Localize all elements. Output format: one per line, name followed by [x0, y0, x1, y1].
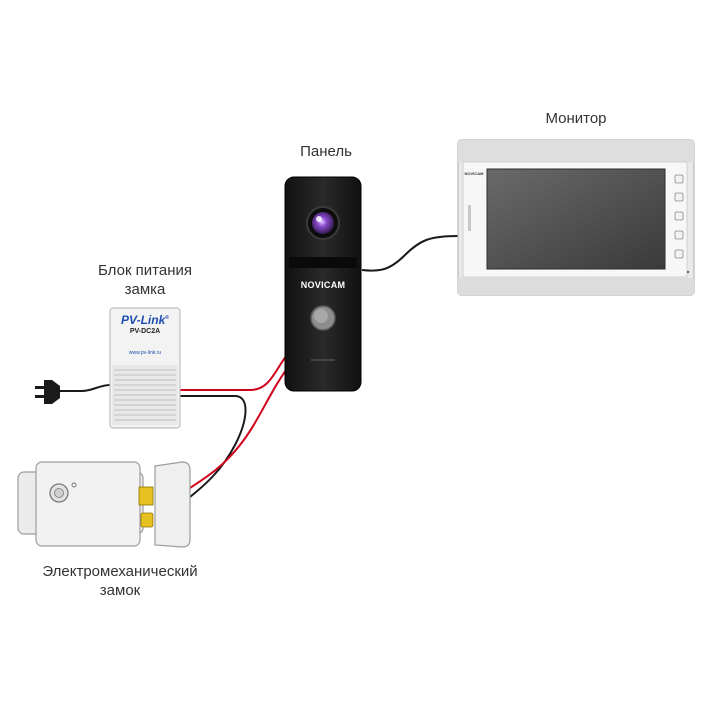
psu-label-line1: Блок питания [98, 262, 192, 279]
psu-url-text: www.pv-link.ru [128, 350, 162, 356]
monitor-screen [486, 168, 666, 270]
speaker-grille [311, 359, 335, 361]
monitor-brand-text: NOVICAM [464, 171, 484, 176]
panel-lock-red-wire [189, 361, 293, 489]
mains-cable [58, 384, 111, 392]
monitor-panel-cable [361, 235, 459, 272]
wires [58, 235, 459, 498]
psu-vent-lines [114, 369, 176, 421]
panel-brand-text: NOVICAM [300, 280, 346, 290]
psu-brand-name: PV-Link [121, 313, 166, 327]
monitor-buttons [674, 174, 684, 259]
monitor [457, 139, 695, 296]
monitor-label: Монитор [545, 110, 607, 127]
power-plug-icon [35, 380, 60, 404]
psu-model-text: PV-DC2A [129, 328, 161, 335]
panel-label: Панель [300, 143, 352, 160]
psu-lock-black-wire [178, 395, 247, 498]
electromechanical-lock [17, 461, 191, 548]
lock-label: Электромеханический замок [0, 562, 240, 600]
lock-label-line2: замок [99, 582, 141, 599]
power-supply [109, 307, 181, 429]
door-panel [284, 176, 362, 392]
lock-label-line1: Электромеханический [42, 563, 198, 580]
psu-brand-mark: ® [165, 315, 169, 321]
psu-panel-red-wire [178, 354, 288, 391]
psu-brand-text: PV-Link® [110, 313, 180, 327]
psu-label: Блок питания замка [70, 261, 220, 299]
psu-label-line2: замка [124, 281, 166, 298]
